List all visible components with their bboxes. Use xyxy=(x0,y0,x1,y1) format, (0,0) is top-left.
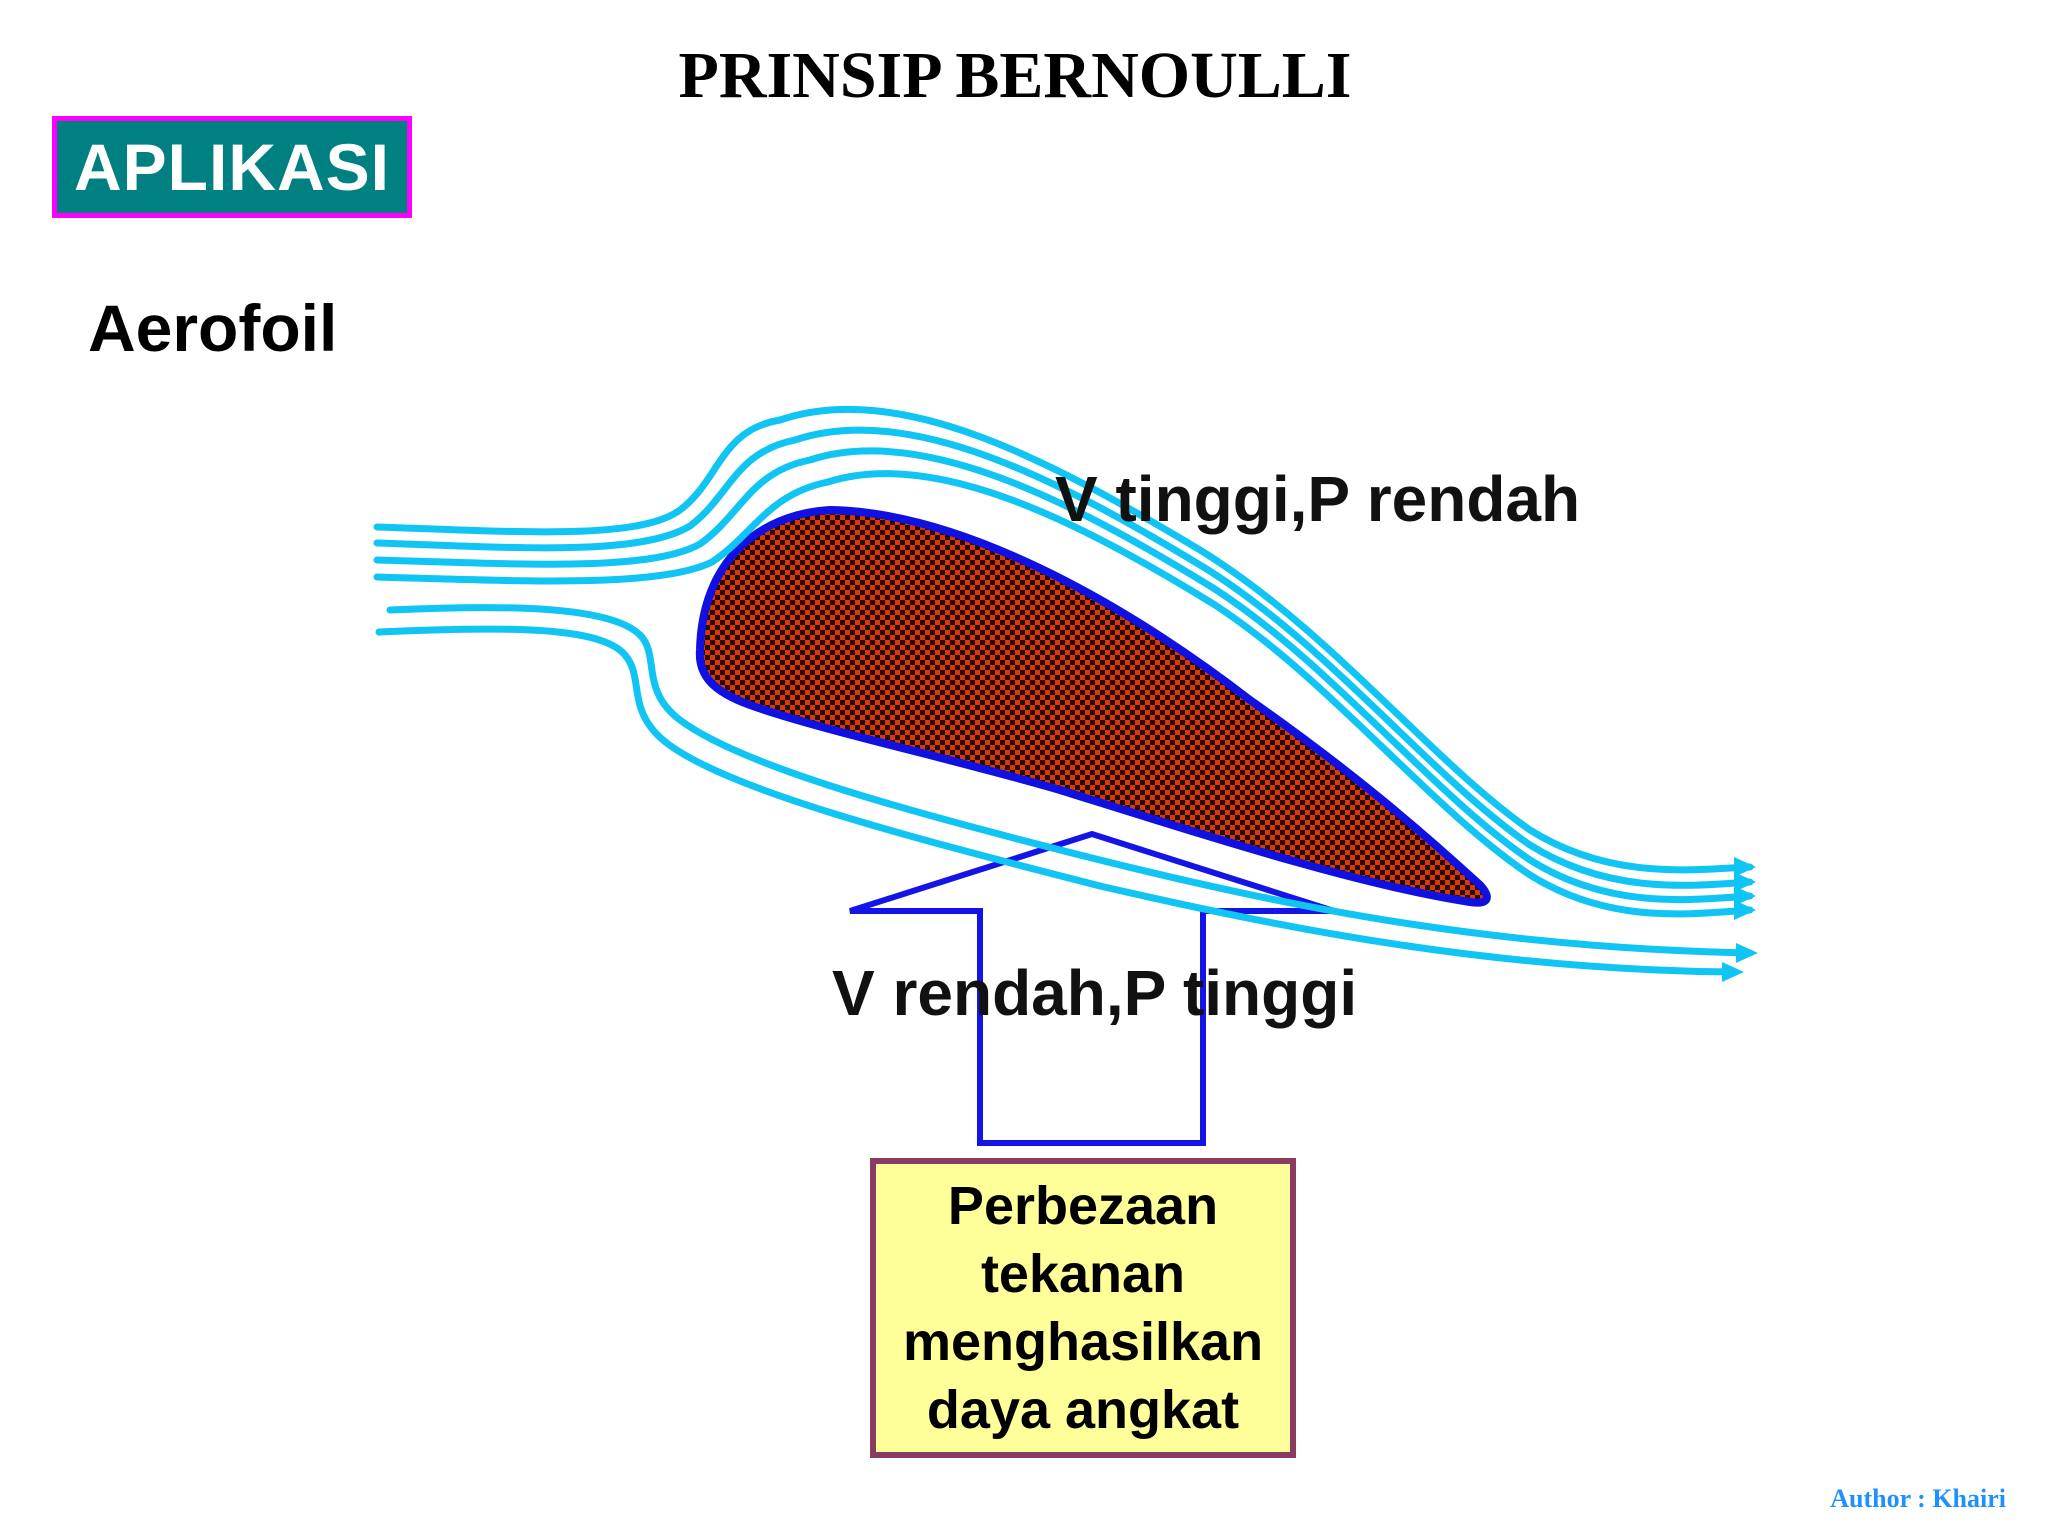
streamline xyxy=(373,447,1754,904)
label-lower-surface: V rendah,P tinggi xyxy=(832,957,1358,1029)
arrow-head xyxy=(1734,857,1756,877)
streamline-arrowheads xyxy=(1722,857,1758,982)
streamline xyxy=(375,625,1739,976)
arrow-head xyxy=(1736,943,1758,963)
streamline xyxy=(373,426,1754,889)
explanation-line: menghasilkan xyxy=(902,1312,1264,1372)
arrow-head xyxy=(1734,900,1756,920)
explanation-line: daya angkat xyxy=(926,1380,1240,1440)
badge-label: APLIKASI xyxy=(73,130,391,204)
arrow-head xyxy=(1734,872,1756,892)
upper-streamlines xyxy=(373,405,1754,918)
author-credit: Author : Khairi xyxy=(1830,1484,2006,1513)
explanation-line: tekanan xyxy=(980,1244,1186,1304)
lower-streamlines xyxy=(375,604,1754,976)
streamline xyxy=(373,405,1754,874)
streamline xyxy=(386,604,1754,957)
aerofoil-heading: Aerofoil xyxy=(88,291,338,365)
arrow-head xyxy=(1734,886,1756,906)
arrow-head xyxy=(1722,962,1744,982)
page-title: PRINSIP BERNOULLI xyxy=(678,39,1352,112)
lift-arrow xyxy=(849,830,1335,1146)
aplikasi-badge: APLIKASI xyxy=(52,116,412,218)
streamline xyxy=(373,470,1754,918)
aerofoil-shape xyxy=(695,506,1491,907)
lift-explanation-box: Perbezaan tekanan menghasilkan daya angk… xyxy=(870,1158,1296,1458)
label-upper-surface: V tinggi,P rendah xyxy=(1055,463,1581,535)
explanation-line: Perbezaan xyxy=(947,1176,1219,1236)
